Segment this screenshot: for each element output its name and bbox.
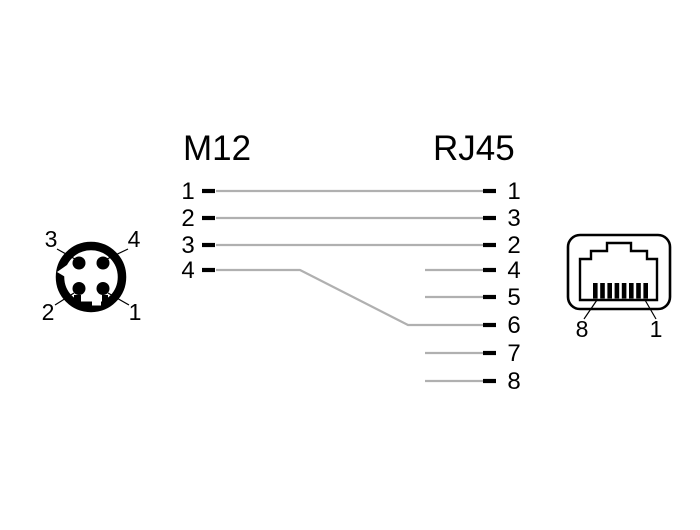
rj45-jack-face: 8 1 bbox=[566, 233, 672, 342]
rj45-row-tick-5 bbox=[483, 294, 496, 300]
m12-pin-label-bottom-left: 2 bbox=[42, 299, 55, 325]
m12-pin-leader-1 bbox=[107, 292, 130, 306]
rj45-contact-6 bbox=[607, 283, 612, 299]
rj45-row-label-5: 5 bbox=[507, 284, 520, 311]
m12-pin-dot-1 bbox=[96, 282, 110, 295]
rj45-row-label-4: 4 bbox=[507, 257, 520, 284]
m12-pin-dot-4 bbox=[96, 256, 110, 270]
rj45-pin-leader-1 bbox=[644, 299, 657, 320]
rj45-row-label-6: 6 bbox=[507, 312, 520, 339]
m12-pin-rows: 1 2 3 4 bbox=[181, 178, 215, 284]
m12-row-label-1: 1 bbox=[181, 178, 194, 205]
m12-row-tick-3 bbox=[202, 242, 215, 248]
m12-row-tick-1 bbox=[202, 188, 215, 194]
m12-keyway-slot bbox=[81, 292, 102, 302]
rj45-contact-4 bbox=[621, 283, 627, 299]
rj45-row-label-1: 1 bbox=[507, 178, 520, 205]
m12-row-tick-4 bbox=[202, 267, 215, 273]
m12-row-label-4: 4 bbox=[181, 257, 194, 284]
rj45-contact-3 bbox=[629, 283, 634, 299]
rj45-pin-label-left: 8 bbox=[576, 316, 589, 342]
m12-row-tick-2 bbox=[202, 215, 215, 221]
m12-pin-leader-4 bbox=[106, 248, 129, 260]
m12-pin-label-bottom-right: 1 bbox=[129, 299, 142, 325]
rj45-row-label-2: 2 bbox=[507, 232, 520, 259]
wire-m12-4-to-rj45-6 bbox=[216, 268, 483, 327]
left-column-header: M12 bbox=[183, 129, 251, 168]
rj45-row-label-8: 8 bbox=[507, 368, 520, 395]
rj45-pin-label-right: 1 bbox=[650, 316, 663, 342]
rj45-pin-rows: 1 3 2 4 5 6 7 8 bbox=[483, 178, 521, 395]
m12-pin-leader-3 bbox=[56, 248, 76, 260]
rj45-row-tick-4 bbox=[483, 267, 496, 273]
m12-row-label-3: 3 bbox=[181, 232, 194, 259]
rj45-contacts bbox=[593, 283, 648, 299]
rj45-contact-5 bbox=[614, 283, 620, 299]
rj45-contact-1 bbox=[643, 283, 648, 299]
m12-pin-label-top-left: 3 bbox=[45, 226, 58, 252]
m12-pin-dot-2 bbox=[72, 282, 86, 295]
rj45-contact-8 bbox=[593, 283, 598, 299]
rj45-row-label-7: 7 bbox=[507, 340, 520, 367]
rj45-pin-leader-8 bbox=[583, 299, 598, 320]
rj45-row-tick-8 bbox=[483, 378, 496, 384]
rj45-row-tick-7 bbox=[483, 350, 496, 356]
rj45-row-tick-1 bbox=[483, 188, 496, 194]
m12-row-label-2: 2 bbox=[181, 205, 194, 232]
m12-keyway-slot-deep bbox=[92, 301, 101, 306]
m12-connector-face: 3 4 2 1 bbox=[42, 226, 142, 325]
rj45-row-label-3: 3 bbox=[507, 205, 520, 232]
m12-ring-notch bbox=[57, 265, 67, 278]
rj45-row-tick-3 bbox=[483, 215, 496, 221]
right-column-header: RJ45 bbox=[433, 129, 515, 168]
wires bbox=[216, 189, 483, 383]
m12-pin-label-top-right: 4 bbox=[128, 226, 141, 252]
wiring-map: M12 RJ45 1 2 3 4 bbox=[181, 129, 520, 395]
rj45-contact-7 bbox=[600, 283, 605, 299]
rj45-row-tick-6 bbox=[483, 322, 496, 328]
m12-pin-leader-2 bbox=[54, 292, 75, 306]
rj45-contact-2 bbox=[636, 283, 641, 299]
rj45-row-tick-2 bbox=[483, 242, 496, 248]
m12-pin-dot-3 bbox=[72, 256, 86, 270]
